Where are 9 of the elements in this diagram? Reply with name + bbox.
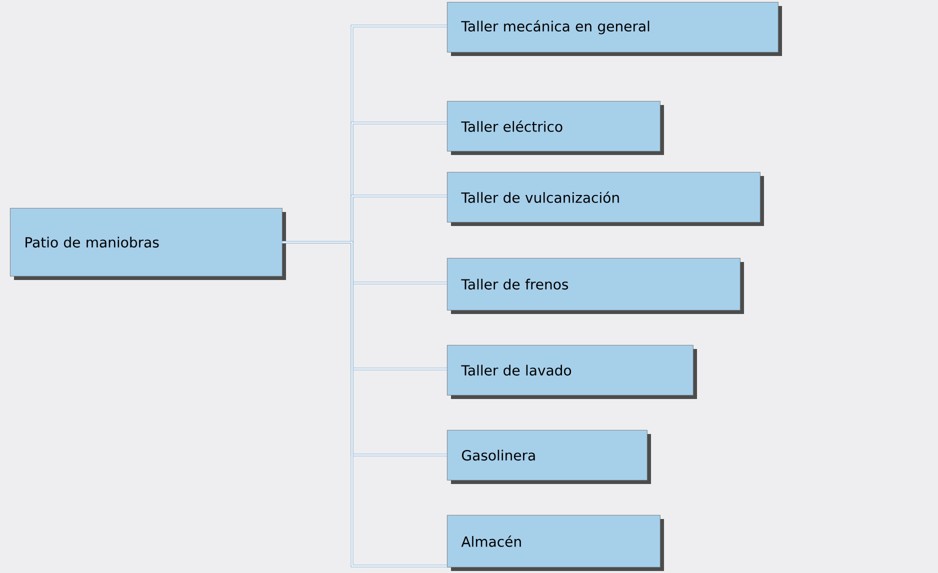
process-box: Taller de frenos	[447, 258, 744, 314]
process-box: Taller de vulcanización	[447, 172, 764, 226]
process-box: Patio de maniobras	[10, 208, 286, 280]
process-box: Taller eléctrico	[447, 101, 664, 155]
process-box: Taller mecánica en general	[447, 2, 782, 56]
process-box: Gasolinera	[447, 430, 651, 484]
process-box: Taller de lavado	[447, 345, 697, 399]
connector-line	[282, 241, 447, 568]
process-box: Almacén	[447, 515, 664, 571]
